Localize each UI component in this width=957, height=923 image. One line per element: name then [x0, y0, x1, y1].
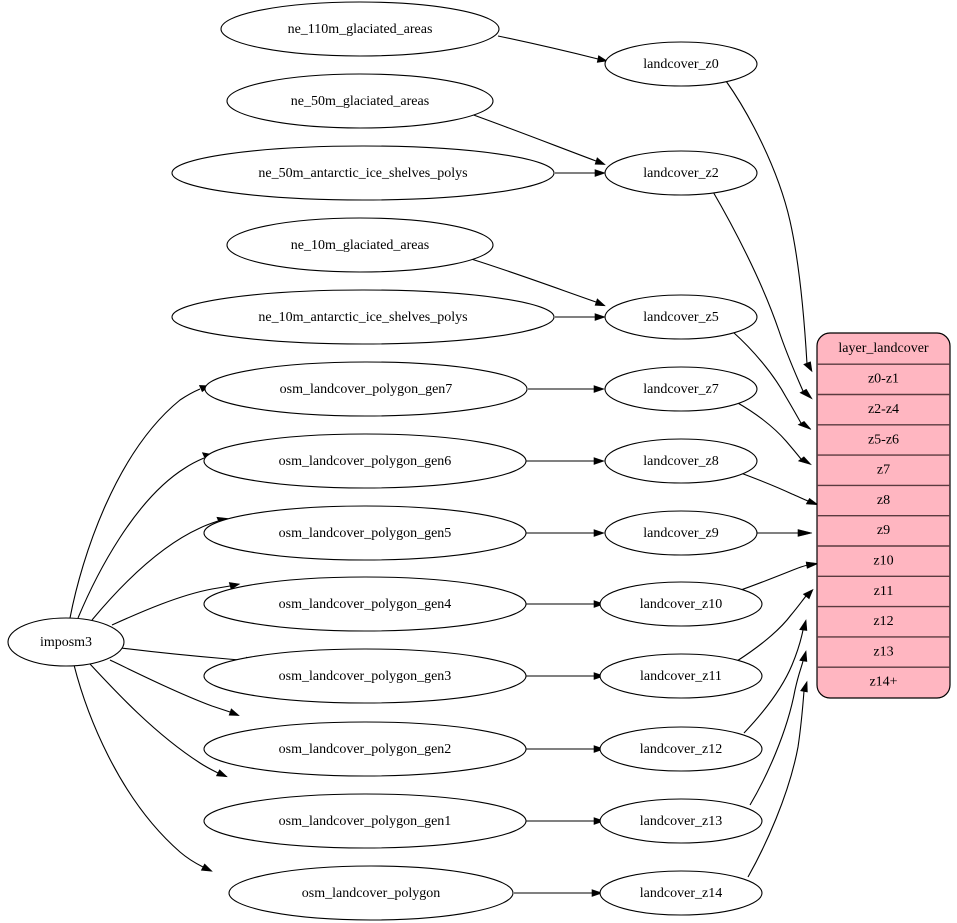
node-osm-landcover-polygon[interactable]: osm_landcover_polygon [228, 865, 514, 921]
layer-landcover-table[interactable]: layer_landcover z0-z1 z2-z4 z5-z6 z7 z8 … [816, 332, 951, 699]
node-ne-50m-glaciated-areas[interactable]: ne_50m_glaciated_areas [226, 73, 494, 129]
edge-imposm3-to-gen4 [111, 582, 241, 626]
node-label: landcover_z13 [640, 814, 722, 829]
node-osm-landcover-polygon-gen7[interactable]: osm_landcover_polygon_gen7 [204, 361, 528, 417]
node-label: landcover_z11 [640, 669, 722, 684]
node-label: imposm3 [40, 635, 92, 650]
edge-z7-to-row-z7 [735, 401, 812, 466]
node-label: osm_landcover_polygon_gen4 [279, 597, 452, 612]
table-row-z13[interactable]: z13 [873, 644, 893, 659]
node-landcover-z9[interactable]: landcover_z9 [604, 510, 758, 556]
edge-z10-to-row-z10 [737, 561, 820, 592]
table-row-z5-z6[interactable]: z5-z6 [868, 432, 899, 447]
table-row-z9[interactable]: z9 [877, 523, 890, 538]
node-osm-landcover-polygon-gen5[interactable]: osm_landcover_polygon_gen5 [203, 505, 527, 561]
edge-z13-to-row-z13 [749, 650, 808, 806]
node-label: ne_50m_antarctic_ice_shelves_polys [258, 166, 467, 181]
node-label: landcover_z2 [643, 166, 718, 181]
edge-gen2-to-z12 [525, 745, 605, 753]
table-row-z2-z4[interactable]: z2-z4 [868, 402, 899, 417]
node-landcover-z14[interactable]: landcover_z14 [599, 870, 763, 916]
osm-nodes: osm_landcover_polygon_gen7 osm_landcover… [203, 361, 528, 921]
edge-gen6-to-z8 [526, 457, 605, 465]
edge-z5-to-row-z5z6 [732, 331, 812, 430]
node-label: landcover_z10 [640, 597, 722, 612]
node-label: ne_110m_glaciated_areas [288, 22, 433, 37]
node-label: osm_landcover_polygon_gen2 [279, 742, 452, 757]
table-row-z7[interactable]: z7 [877, 463, 890, 478]
landcover-nodes: landcover_z0 landcover_z2 landcover_z5 l… [599, 41, 763, 916]
table-row-z8[interactable]: z8 [877, 493, 890, 508]
edge-ne10mglac-to-z5 [467, 257, 606, 307]
node-landcover-z2[interactable]: landcover_z2 [604, 150, 758, 196]
node-ne-10m-antarctic-ice-shelves-polys[interactable]: ne_10m_antarctic_ice_shelves_polys [171, 289, 555, 345]
node-osm-landcover-polygon-gen3[interactable]: osm_landcover_polygon_gen3 [203, 648, 527, 704]
node-osm-landcover-polygon-gen4[interactable]: osm_landcover_polygon_gen4 [203, 576, 527, 632]
edge-gen7-to-z7 [528, 385, 605, 393]
table-row-z12[interactable]: z12 [873, 614, 893, 629]
node-landcover-z5[interactable]: landcover_z5 [604, 294, 758, 340]
edge-imposm3-to-gen2 [109, 659, 240, 716]
edge-ne50mant-to-z2 [555, 169, 606, 177]
node-label: osm_landcover_polygon_gen5 [279, 526, 452, 541]
node-label: osm_landcover_polygon_gen1 [279, 814, 452, 829]
node-label: ne_10m_antarctic_ice_shelves_polys [258, 310, 467, 325]
node-ne-50m-antarctic-ice-shelves-polys[interactable]: ne_50m_antarctic_ice_shelves_polys [171, 145, 555, 201]
node-label: osm_landcover_polygon [302, 886, 440, 901]
node-ne-110m-glaciated-areas[interactable]: ne_110m_glaciated_areas [220, 1, 500, 57]
node-label: landcover_z0 [643, 57, 718, 72]
edge-ne110m-to-z0 [497, 35, 608, 63]
node-ne-10m-glaciated-areas[interactable]: ne_10m_glaciated_areas [226, 217, 494, 273]
node-landcover-z12[interactable]: landcover_z12 [599, 726, 763, 772]
node-landcover-z7[interactable]: landcover_z7 [604, 366, 758, 412]
node-landcover-z0[interactable]: landcover_z0 [604, 41, 758, 87]
edge-imposm3-to-gen1 [89, 663, 228, 778]
table-row-z11[interactable]: z11 [874, 584, 894, 599]
edge-z12-to-row-z12 [743, 619, 808, 734]
table-row-z14-plus[interactable]: z14+ [869, 675, 897, 690]
node-label: landcover_z14 [640, 886, 722, 901]
edge-z11-to-row-z11 [736, 588, 814, 662]
table-row-z10[interactable]: z10 [873, 554, 893, 569]
table-row-z0-z1[interactable]: z0-z1 [868, 372, 899, 387]
node-osm-landcover-polygon-gen6[interactable]: osm_landcover_polygon_gen6 [203, 433, 527, 489]
node-label: osm_landcover_polygon_gen7 [280, 382, 453, 397]
node-osm-landcover-polygon-gen1[interactable]: osm_landcover_polygon_gen1 [203, 793, 527, 849]
node-landcover-z10[interactable]: landcover_z10 [599, 581, 763, 627]
edge-imposm3-to-gen7 [69, 385, 211, 619]
node-osm-landcover-polygon-gen2[interactable]: osm_landcover_polygon_gen2 [203, 721, 527, 777]
table-header-label: layer_landcover [838, 341, 929, 356]
edge-imposm3-to-polygon [73, 664, 213, 872]
edges-layer [69, 35, 820, 897]
edge-ne50mglac-to-z2 [467, 112, 606, 165]
edge-gen3-to-z11 [525, 672, 605, 680]
edge-gen5-to-z9 [526, 529, 605, 537]
node-imposm3[interactable]: imposm3 [7, 617, 125, 667]
node-landcover-z11[interactable]: landcover_z11 [599, 653, 763, 699]
node-landcover-z13[interactable]: landcover_z13 [599, 798, 763, 844]
node-label: landcover_z7 [643, 382, 718, 397]
node-label: landcover_z9 [643, 526, 718, 541]
node-label: osm_landcover_polygon_gen6 [279, 454, 452, 469]
edge-polygon-to-z14 [513, 889, 603, 897]
edge-z14-to-row-z14plus [747, 680, 808, 878]
edge-gen4-to-z10 [526, 600, 605, 608]
edge-z8-to-row-z8 [737, 471, 820, 506]
node-label: ne_50m_glaciated_areas [291, 94, 429, 109]
natural-earth-nodes: ne_110m_glaciated_areas ne_50m_glaciated… [171, 1, 555, 345]
node-label: landcover_z8 [643, 454, 718, 469]
edge-z0-to-row-z0z1 [725, 80, 813, 373]
node-label: osm_landcover_polygon_gen3 [279, 669, 452, 684]
node-landcover-z8[interactable]: landcover_z8 [604, 438, 758, 484]
node-label: landcover_z5 [643, 310, 718, 325]
node-label: ne_10m_glaciated_areas [291, 238, 429, 253]
node-label: landcover_z12 [640, 742, 722, 757]
edge-z2-to-row-z2z4 [711, 189, 813, 400]
edge-ne10mant-to-z5 [555, 313, 606, 321]
edge-z9-to-row-z9 [752, 529, 813, 537]
edge-gen1-to-z13 [526, 817, 605, 825]
